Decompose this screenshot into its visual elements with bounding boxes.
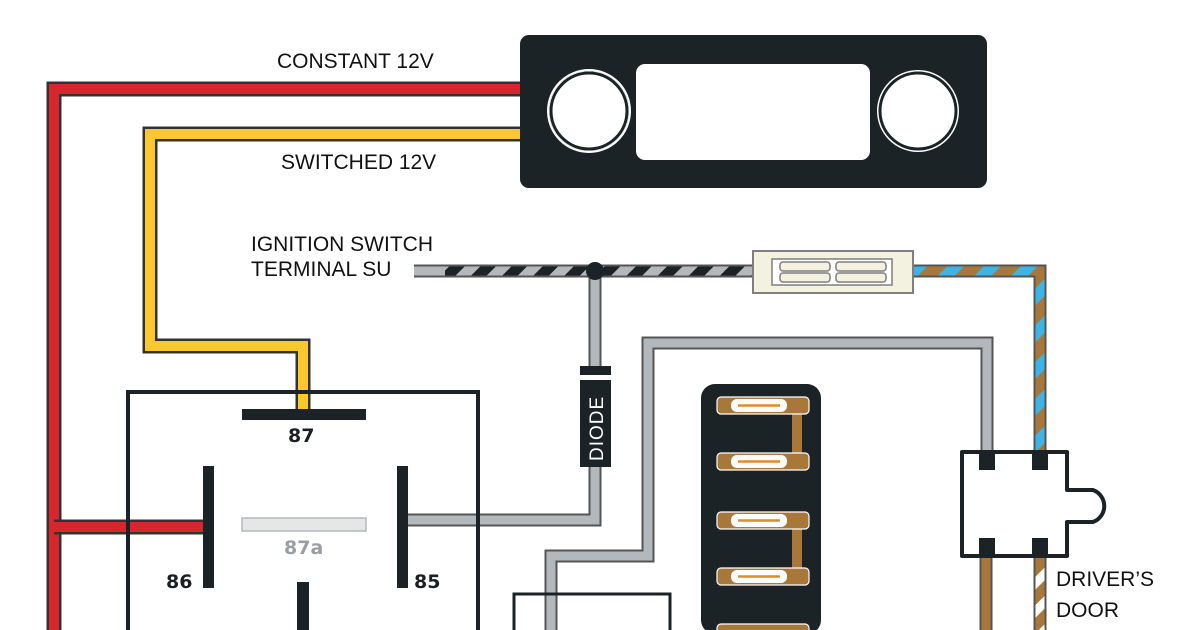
diode: DIODE	[580, 366, 611, 467]
constant-12v-wire	[46, 81, 522, 630]
fuse-slot	[716, 511, 810, 530]
lower-component-box	[512, 592, 672, 630]
relay-pin-30	[297, 582, 309, 630]
relay: 87 87a 86 85	[126, 390, 480, 630]
ignition-label-line2: TERMINAL SU	[251, 258, 391, 281]
relay-pin-87a	[241, 517, 367, 532]
fuse-slot	[716, 567, 810, 586]
relay-pin-87	[242, 409, 366, 420]
fuse-block	[701, 384, 821, 630]
fused-feed-wire	[906, 264, 1047, 470]
door-switch-wire	[544, 336, 994, 630]
radio-head-unit	[520, 35, 987, 188]
radio-display	[636, 64, 870, 160]
switched-12v-label: SWITCHED 12V	[281, 151, 436, 174]
drivers-door-label-line1: DRIVER’S	[1056, 568, 1154, 591]
terminal-86-label: 86	[166, 571, 192, 593]
fuse-slot	[716, 623, 810, 630]
ignition-label-line1: IGNITION SWITCH	[251, 233, 433, 256]
fuse-slot	[716, 452, 810, 471]
right-knob	[877, 70, 959, 152]
door-switch	[960, 450, 1107, 558]
terminal-87a-label: 87a	[284, 537, 323, 559]
diode-label: DIODE	[587, 396, 608, 461]
switched-12v-wire	[142, 126, 522, 410]
terminal-87-label: 87	[288, 425, 314, 447]
diode-branch-wire	[405, 271, 602, 527]
relay-pin-86	[203, 466, 214, 588]
relay-pin-85	[397, 466, 408, 588]
constant-12v-label: CONSTANT 12V	[277, 50, 434, 73]
drivers-door-label-line2: DOOR	[1056, 599, 1119, 622]
inline-fuse	[752, 250, 914, 294]
fuse-slot	[716, 396, 810, 415]
terminal-85-label: 85	[414, 571, 440, 593]
junction-dot	[586, 262, 604, 280]
